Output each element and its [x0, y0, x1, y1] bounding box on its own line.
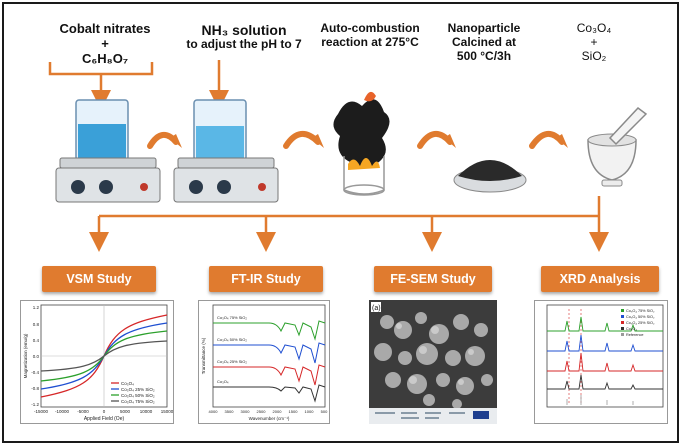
fesem-image: (a)	[369, 300, 497, 424]
combustion-beaker	[333, 91, 390, 196]
vsm-ylabel: Magnetization (emu/g)	[23, 333, 28, 378]
xrd-plot: Co₃O₄ 75% SiO₂ Co₃O₄ 50% SiO₂ Co₃O₄ 25% …	[534, 300, 668, 424]
ftir-xtick: 2500	[257, 409, 267, 414]
vsm-legend: Co₃O₄ 50% SiO₂	[121, 393, 155, 398]
vsm-ytick: -1.2	[31, 402, 39, 407]
vsm-ytick: 0.4	[33, 338, 40, 343]
fesem-study-box: FE-SEM Study	[374, 266, 492, 292]
vsm-xtick: -10000	[55, 409, 70, 414]
xrd-legend: Co₃O₄ 50% SiO₂	[626, 315, 655, 319]
ftir-series-label: Co₃O₄ 50% SiO₂	[217, 337, 247, 342]
vsm-xtick: 5000	[120, 409, 131, 414]
nanoparticle-dish	[453, 160, 527, 193]
ftir-ylabel: Transmittance (%)	[201, 337, 206, 374]
ftir-xlabel: Wavenumber (cm⁻¹)	[249, 416, 290, 421]
xrd-analysis-box: XRD Analysis	[541, 266, 659, 292]
ftir-xtick: 4000	[209, 409, 219, 414]
sem-label: (a)	[372, 305, 381, 312]
vsm-xtick: -15000	[34, 409, 49, 414]
sem-texture: (a)	[369, 300, 497, 424]
vsm-xtick: 0	[103, 409, 106, 414]
ftir-chart: Co₃O₄ 75% SiO₂ Co₃O₄ 50% SiO₂ Co₃O₄ 25% …	[201, 304, 328, 421]
vsm-study-box: VSM Study	[42, 266, 156, 292]
vsm-xtick: 15000	[161, 409, 173, 414]
xrd-legend: Co₃O₄ 25% SiO₂	[626, 321, 655, 325]
vsm-chart: 1.2 0.8 0.4 0.0 -0.4 -0.8 -1.2 -15000 -1…	[23, 304, 173, 422]
process-graphics	[48, 60, 648, 252]
ftir-plot: Co₃O₄ 75% SiO₂ Co₃O₄ 50% SiO₂ Co₃O₄ 25% …	[198, 300, 330, 424]
step-5-label: Co₃O₄+SiO₂	[576, 21, 612, 63]
analysis-connectors	[89, 196, 609, 252]
vsm-ytick: 0.0	[33, 354, 40, 359]
ftir-xtick: 1000	[305, 409, 315, 414]
ftir-study-box: FT-IR Study	[209, 266, 323, 292]
vsm-xtick: 10000	[140, 409, 153, 414]
vsm-xlabel: Applied Field (Oe)	[84, 416, 125, 422]
hotplate-stirrer-1	[55, 99, 161, 203]
ftir-series-label: Co₃O₄	[217, 379, 229, 384]
vsm-xtick: -5000	[77, 409, 89, 414]
vsm-ytick: -0.4	[31, 370, 39, 375]
ftir-series-label: Co₃O₄ 25% SiO₂	[217, 359, 247, 364]
bracket-arrow-step1	[48, 62, 154, 110]
vsm-ytick: 0.8	[33, 322, 40, 327]
xrd-chart: Co₃O₄ 75% SiO₂ Co₃O₄ 50% SiO₂ Co₃O₄ 25% …	[546, 304, 664, 408]
xrd-legend: Co₃O₄	[626, 327, 637, 331]
vsm-ytick: 1.2	[33, 305, 40, 310]
ftir-xtick: 1500	[289, 409, 299, 414]
hotplate-stirrer-2	[173, 99, 279, 203]
vsm-ytick: -0.8	[31, 386, 39, 391]
vsm-plot: 1.2 0.8 0.4 0.0 -0.4 -0.8 -1.2 -15000 -1…	[20, 300, 174, 424]
xrd-legend: Reference	[626, 333, 644, 337]
mortar-pestle	[587, 106, 648, 187]
ftir-series-label: Co₃O₄ 75% SiO₂	[217, 315, 247, 320]
vsm-legend: Co₃O₄ 25% SiO₂	[121, 387, 155, 392]
ftir-xtick: 3500	[225, 409, 235, 414]
xrd-legend: Co₃O₄ 75% SiO₂	[626, 309, 655, 313]
vsm-legend: Co₃O₄	[121, 381, 134, 386]
ftir-xtick: 3000	[241, 409, 251, 414]
ftir-xtick: 2000	[273, 409, 283, 414]
vsm-legend: Co₃O₄ 75% SiO₂	[121, 399, 155, 404]
step-1-label: Cobalt nitrates+C₆H₈O₇	[59, 21, 151, 66]
ftir-xtick: 500	[321, 409, 328, 414]
